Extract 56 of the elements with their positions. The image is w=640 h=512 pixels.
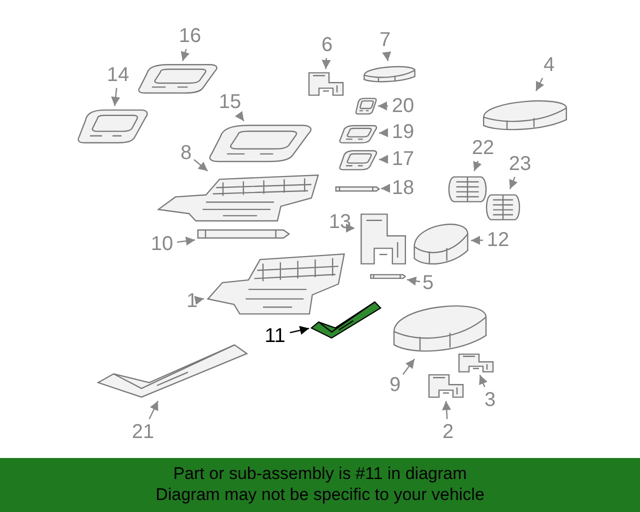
part-drawing	[338, 124, 378, 144]
leader-arrow	[194, 296, 204, 305]
leader-arrow	[509, 176, 518, 190]
part-drawing	[355, 97, 377, 115]
part-drawing	[95, 342, 250, 400]
leader-arrow	[378, 101, 388, 111]
callout-number: 6	[320, 33, 334, 57]
callout-number: 23	[506, 152, 534, 176]
callout-number: 2	[441, 420, 455, 444]
callout-number: 8	[179, 141, 193, 165]
leader-arrow	[346, 224, 356, 232]
callout-number: 10	[148, 232, 176, 256]
leader-arrow	[378, 154, 388, 164]
leader-arrow	[180, 48, 190, 62]
callout-number: 9	[388, 373, 402, 397]
callout-number: 21	[129, 420, 157, 444]
part-drawing	[335, 184, 380, 194]
callout-number: 14	[104, 63, 132, 87]
callout-number: 3	[483, 388, 497, 412]
leader-arrow	[402, 358, 416, 375]
leader-arrow	[535, 78, 544, 92]
leader-arrow	[322, 58, 331, 70]
leader-arrow	[479, 374, 488, 388]
callout-number: 17	[389, 147, 417, 171]
callout-number: 18	[389, 176, 417, 200]
callout-number: 7	[378, 28, 392, 52]
leader-arrow	[378, 128, 388, 138]
callout-number: 15	[216, 90, 244, 114]
part-drawing	[75, 107, 150, 145]
callout-number: 19	[389, 120, 417, 144]
part-drawing	[338, 149, 378, 171]
callout-number: 11	[261, 324, 289, 348]
callout-number: 1	[185, 289, 199, 313]
note-text: Diagram may not be specific to your vehicle	[154, 485, 486, 505]
callout-number: 20	[389, 94, 417, 118]
callout-number: 5	[421, 271, 435, 295]
leader-arrow	[473, 160, 482, 172]
leader-arrow	[442, 400, 452, 420]
part-drawing	[310, 300, 382, 340]
leader-arrow	[290, 326, 310, 335]
leader-arrow	[111, 88, 120, 106]
callout-number: 22	[469, 136, 497, 160]
part-drawing	[370, 272, 406, 281]
leader-arrow	[176, 236, 196, 246]
leader-arrow	[406, 276, 420, 286]
leader-arrow	[380, 184, 390, 193]
callout-number: 4	[542, 53, 556, 77]
part-drawing	[135, 62, 220, 95]
note-text: Part or sub-assembly is #11 in diagram	[172, 464, 468, 484]
leader-arrow	[470, 236, 483, 245]
leader-arrow	[148, 400, 159, 420]
leader-arrow	[382, 51, 392, 62]
leader-arrow	[234, 110, 244, 122]
callout-number: 16	[176, 24, 204, 48]
callout-number: 12	[484, 228, 512, 252]
leader-arrow	[194, 159, 208, 172]
